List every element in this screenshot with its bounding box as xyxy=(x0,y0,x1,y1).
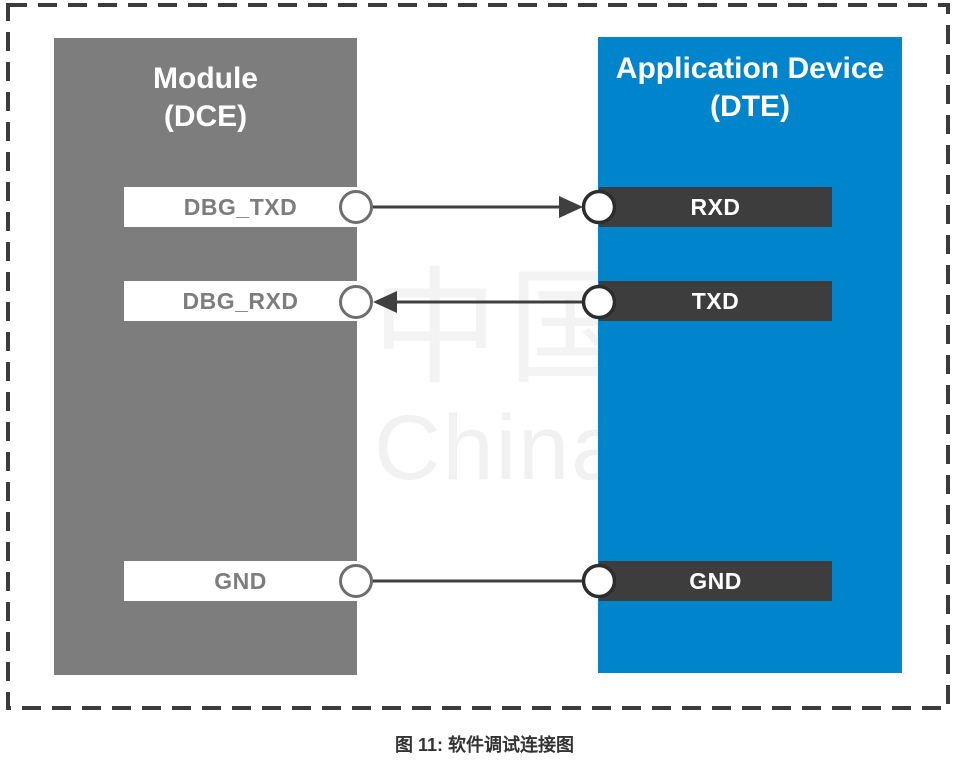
pin-label-dbg-rxd: DBG_RXD xyxy=(124,281,357,321)
module-title-line1: Module xyxy=(153,62,258,95)
pin-label-module-gnd: GND xyxy=(124,561,357,601)
module-block-title: Module (DCE) xyxy=(54,38,357,136)
pin-label-device-gnd: GND xyxy=(599,561,832,601)
device-title-line1: Application Device xyxy=(615,52,885,85)
device-title-line2: (DTE) xyxy=(710,90,790,123)
arrowhead-right-icon xyxy=(559,196,583,218)
pin-label-rxd: RXD xyxy=(599,187,832,227)
device-block-title: Application Device (DTE) xyxy=(598,37,902,126)
module-title-line2: (DCE) xyxy=(163,100,248,133)
pin-label-txd: TXD xyxy=(599,281,832,321)
watermark-english-text: China xyxy=(374,397,625,499)
pin-label-dbg-txd: DBG_TXD xyxy=(124,187,357,227)
figure-caption: 图 11: 软件调试连接图 xyxy=(394,735,575,755)
